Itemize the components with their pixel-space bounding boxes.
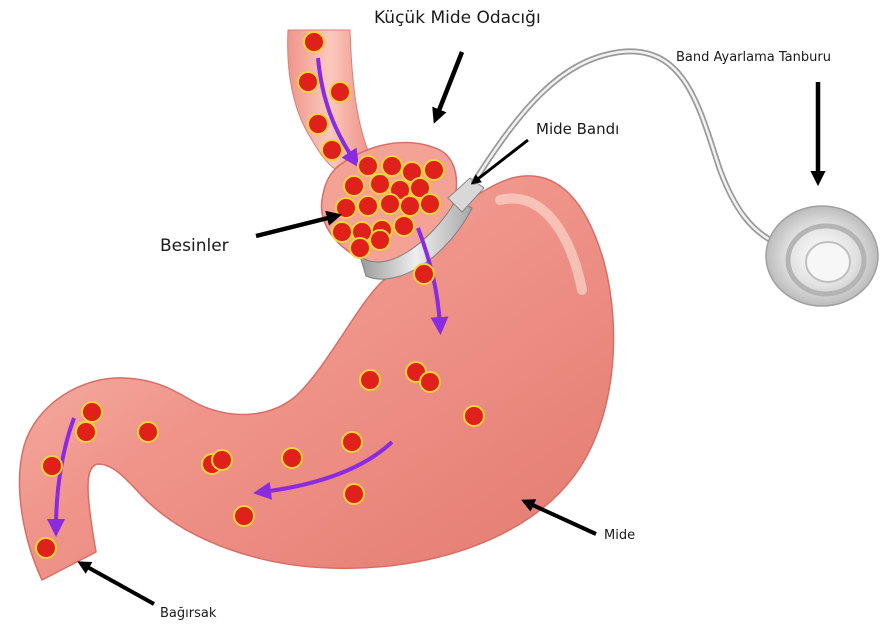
food-particle <box>344 176 364 196</box>
food-particle <box>380 194 400 214</box>
food-particle <box>358 156 378 176</box>
food-particle <box>76 422 96 442</box>
stomach-body <box>19 176 613 580</box>
food-particle <box>308 114 328 134</box>
food-particle <box>322 140 342 160</box>
food-particle <box>36 538 56 558</box>
food-particle <box>298 72 318 92</box>
food-particle <box>464 406 484 426</box>
pointer-small-pouch <box>436 52 462 118</box>
food-particle <box>138 422 158 442</box>
pointer-intestine <box>82 564 154 604</box>
label-adjustment-port: Band Ayarlama Tanburu <box>676 50 831 65</box>
food-particle <box>42 456 62 476</box>
food-particle <box>370 230 390 250</box>
food-particle <box>414 264 434 284</box>
food-particle <box>350 238 370 258</box>
food-particle <box>344 484 364 504</box>
food-particle <box>382 156 402 176</box>
food-particle <box>420 372 440 392</box>
food-particle <box>212 450 232 470</box>
food-particle <box>370 174 390 194</box>
pointer-stomach <box>526 502 596 534</box>
food-particle <box>360 370 380 390</box>
food-particle <box>400 196 420 216</box>
label-food: Besinler <box>160 236 229 256</box>
food-particle <box>336 198 356 218</box>
label-intestine: Bağırsak <box>160 606 216 621</box>
food-particle <box>330 82 350 102</box>
label-stomach: Mide <box>604 528 635 543</box>
food-particle <box>394 216 414 236</box>
food-particle <box>420 194 440 214</box>
food-particle <box>282 448 302 468</box>
food-particle <box>342 432 362 452</box>
pointer-food <box>256 216 336 236</box>
food-particle <box>234 506 254 526</box>
food-particle <box>358 196 378 216</box>
label-gastric-band: Mide Bandı <box>536 120 619 138</box>
food-particle <box>82 402 102 422</box>
port-septum <box>806 242 850 282</box>
food-particle <box>424 160 444 180</box>
food-particle <box>332 222 352 242</box>
label-small-pouch: Küçük Mide Odacığı <box>374 8 541 28</box>
food-particle <box>304 32 324 52</box>
